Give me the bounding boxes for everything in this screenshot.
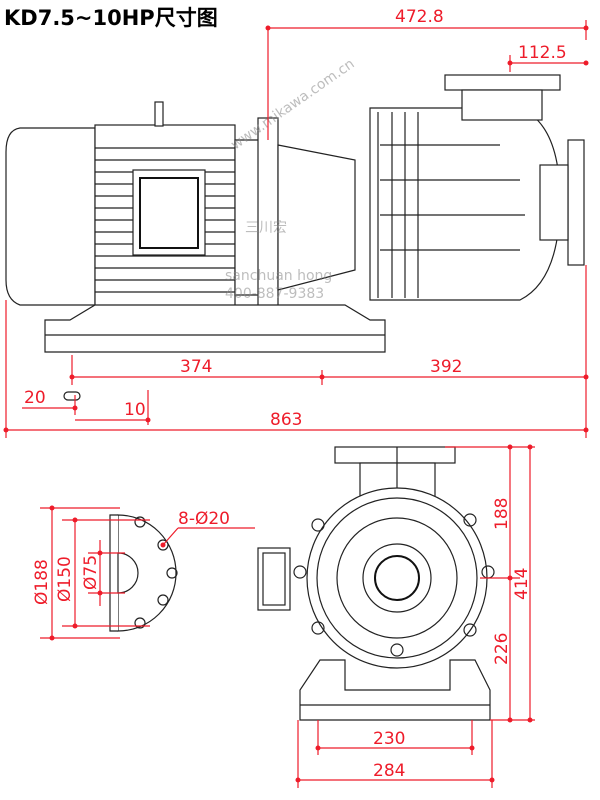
dim-slot-offset: 20 — [24, 388, 46, 408]
lifting-eye — [154, 101, 164, 127]
terminal-box — [132, 169, 206, 256]
casing-ribs — [377, 112, 525, 298]
front-casing — [306, 487, 488, 669]
dim-overall-top: 472.8 — [395, 7, 444, 27]
watermark-name-cn: 三川宏 — [245, 220, 287, 236]
dim-total-height: 414 — [512, 568, 532, 600]
outlet-neck — [461, 89, 543, 121]
dim-outlet-offset: 112.5 — [518, 43, 567, 63]
front-outlet-flange — [334, 446, 456, 464]
watermark-phone: 400-887-9383 — [225, 286, 324, 302]
pump-casing — [369, 107, 561, 301]
dim-base-outer: 284 — [373, 761, 405, 781]
dim-overall-length: 863 — [270, 410, 302, 430]
dim-top-height: 188 — [492, 498, 512, 530]
suction-neck — [539, 164, 569, 241]
watermark-brand: www.mikawa.com.cn — [228, 56, 358, 153]
dim-bottom-height: 226 — [492, 633, 512, 665]
watermark-name-en: sanchuan hong — [225, 268, 332, 284]
bracket-cone — [277, 144, 356, 291]
dim-slot-width: 10 — [124, 400, 146, 420]
dim-base-left: 374 — [180, 357, 212, 377]
dim-outer-diameter: Ø188 — [32, 559, 52, 605]
motor-end-cap — [5, 127, 96, 306]
dim-bore: Ø75 — [81, 555, 101, 590]
front-view — [257, 446, 495, 721]
outlet-flange — [444, 74, 561, 91]
dim-bolts: 8-Ø20 — [178, 509, 230, 529]
drawing-title: KD7.5~10HP尺寸图 — [4, 6, 218, 30]
bolt-holes — [134, 516, 178, 629]
front-dimensions: 188 226 414 230 284 — [295, 444, 535, 788]
flange-view: Ø188 Ø150 Ø75 8-Ø20 — [32, 505, 255, 641]
flange-bore — [117, 552, 139, 594]
dim-base-inner: 230 — [373, 729, 405, 749]
base-plate — [44, 304, 386, 353]
side-view — [5, 74, 585, 353]
suction-flange — [567, 139, 585, 266]
side-dimensions: 472.8 112.5 374 392 20 10 863 — [3, 7, 589, 438]
dim-bolt-circle: Ø150 — [55, 556, 75, 602]
casing-bolts — [293, 513, 495, 657]
dim-base-right: 392 — [430, 357, 462, 377]
base-slot — [63, 391, 81, 401]
front-base — [299, 659, 491, 721]
